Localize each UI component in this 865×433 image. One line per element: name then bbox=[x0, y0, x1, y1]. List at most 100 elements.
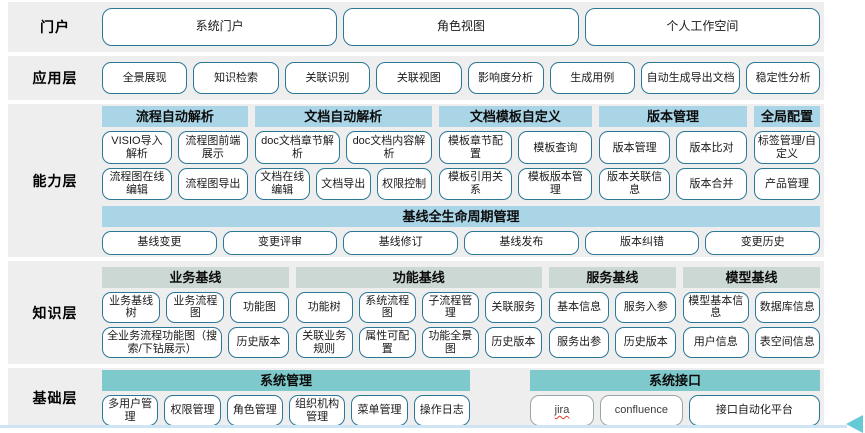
feature-button[interactable]: 文档在线编辑 bbox=[254, 168, 310, 200]
feature-button[interactable]: 自动生成导出文档 bbox=[640, 62, 741, 94]
feature-button[interactable]: 基线发布 bbox=[464, 230, 579, 255]
feature-button[interactable]: doc文档内容解析 bbox=[346, 131, 432, 165]
feature-button[interactable]: 接口自动化平台 bbox=[688, 394, 820, 427]
feature-button[interactable]: 文档导出 bbox=[315, 168, 371, 200]
feature-button[interactable]: doc文档章节解析 bbox=[254, 131, 341, 165]
feature-button-label: 关联业务规则 bbox=[302, 330, 347, 355]
feature-button[interactable]: 属性可配置 bbox=[358, 327, 416, 359]
feature-button[interactable]: 全景展现 bbox=[102, 62, 188, 94]
feature-button[interactable]: 操作日志 bbox=[413, 394, 470, 427]
feature-button[interactable]: 流程图在线编辑 bbox=[102, 168, 172, 200]
feature-button-label: 业务基线树 bbox=[109, 294, 154, 320]
feature-button[interactable]: 用户信息 bbox=[682, 327, 749, 359]
feature-button[interactable]: 关联服务 bbox=[484, 291, 542, 323]
feature-button[interactable]: 角色视图 bbox=[343, 8, 579, 46]
feature-button[interactable]: 功能图 bbox=[230, 291, 289, 323]
feature-button[interactable]: 功能树 bbox=[295, 291, 353, 323]
feature-button[interactable]: 变更历史 bbox=[705, 230, 821, 255]
feature-button-label: 知识检索 bbox=[214, 71, 259, 84]
feature-button[interactable]: 模板引用关系 bbox=[438, 168, 513, 200]
feature-button[interactable]: 模型基本信息 bbox=[682, 291, 749, 323]
layer-band-knowledge: 知识层 业务基线业务基线树业务流程图功能图全业务流程功能图（搜索/下钻展示）历史… bbox=[8, 261, 824, 364]
feature-button[interactable]: jira bbox=[530, 394, 595, 427]
feature-button[interactable]: 基线变更 bbox=[102, 230, 217, 255]
feature-button[interactable]: 系统流程图 bbox=[358, 291, 416, 323]
feature-button[interactable]: 历史版本 bbox=[228, 327, 289, 359]
feature-button[interactable]: 模板查询 bbox=[518, 131, 593, 165]
button-row: 产品管理 bbox=[753, 168, 820, 200]
feature-button[interactable]: 产品管理 bbox=[753, 168, 820, 200]
feature-button[interactable]: 服务入参 bbox=[615, 291, 676, 323]
group-header: 功能基线 bbox=[295, 266, 542, 288]
feature-button[interactable]: 表空间信息 bbox=[754, 327, 821, 359]
feature-button[interactable]: 稳定性分析 bbox=[746, 62, 821, 94]
feature-button-label: 子流程管理 bbox=[428, 294, 473, 320]
group-header: 全局配置 bbox=[753, 106, 820, 128]
group-header: 系统接口 bbox=[530, 369, 820, 391]
feature-button-label: 版本合并 bbox=[689, 177, 734, 190]
feature-button-label: 角色视图 bbox=[436, 19, 485, 34]
feature-button[interactable]: 关联视图 bbox=[376, 62, 462, 94]
feature-button[interactable]: 流程图前端展示 bbox=[177, 131, 248, 165]
layer-band-application: 应用层 全景展现知识检索关联识别关联视图影响度分析生成用例自动生成导出文档稳定性… bbox=[8, 56, 824, 100]
feature-button-label: 操作日志 bbox=[419, 404, 464, 417]
feature-button[interactable]: VISIO导入解析 bbox=[102, 131, 172, 165]
feature-button[interactable]: 权限管理 bbox=[164, 394, 221, 427]
feature-button[interactable]: 版本管理 bbox=[599, 131, 671, 165]
feature-button-label: 生成用例 bbox=[570, 71, 615, 84]
feature-button[interactable]: 历史版本 bbox=[484, 327, 542, 359]
feature-button-label: 服务出参 bbox=[557, 336, 602, 349]
feature-button[interactable]: 业务流程图 bbox=[166, 291, 225, 323]
teal-arrow-icon bbox=[846, 415, 863, 433]
feature-button[interactable]: 关联识别 bbox=[284, 62, 371, 94]
feature-button[interactable]: 服务出参 bbox=[548, 327, 610, 359]
feature-button[interactable]: 模板章节配置 bbox=[438, 131, 513, 165]
feature-button-label: doc文档内容解析 bbox=[352, 135, 426, 160]
feature-button[interactable]: 影响度分析 bbox=[467, 62, 544, 94]
feature-button[interactable]: 个人工作空间 bbox=[584, 8, 820, 46]
feature-button[interactable]: 系统门户 bbox=[102, 8, 338, 46]
feature-button[interactable]: 权限控制 bbox=[376, 168, 432, 200]
feature-button[interactable]: 版本比对 bbox=[676, 131, 747, 165]
feature-button[interactable]: 菜单管理 bbox=[351, 394, 408, 427]
feature-button[interactable]: 模板版本管理 bbox=[518, 168, 593, 200]
feature-button[interactable]: 变更评审 bbox=[222, 230, 338, 255]
feature-button[interactable]: 流程图导出 bbox=[177, 168, 248, 200]
feature-button[interactable]: 生成用例 bbox=[549, 62, 635, 94]
feature-button[interactable]: 基线修订 bbox=[343, 230, 459, 255]
feature-button[interactable]: 版本合并 bbox=[676, 168, 747, 200]
feature-button-label: 关联识别 bbox=[305, 71, 350, 84]
feature-button[interactable]: 组织机构管理 bbox=[288, 394, 346, 427]
button-row: 业务基线树业务流程图功能图 bbox=[102, 291, 289, 323]
feature-button[interactable]: 基本信息 bbox=[548, 291, 610, 323]
feature-button-label: 自动生成导出文档 bbox=[646, 71, 735, 84]
feature-button[interactable]: 功能全景图 bbox=[421, 327, 479, 359]
feature-button[interactable]: 知识检索 bbox=[193, 62, 279, 94]
feature-button[interactable]: 标签管理/自定义 bbox=[753, 131, 820, 165]
feature-group: 全局配置标签管理/自定义产品管理 bbox=[753, 106, 820, 200]
button-row: 流程图在线编辑流程图导出 bbox=[102, 168, 248, 200]
feature-button[interactable]: 角色管理 bbox=[226, 394, 283, 427]
feature-button[interactable]: 数据库信息 bbox=[754, 291, 821, 323]
feature-button[interactable]: 历史版本 bbox=[615, 327, 676, 359]
feature-button-label: 版本比对 bbox=[689, 141, 734, 154]
feature-button[interactable]: 子流程管理 bbox=[421, 291, 479, 323]
button-row: 系统门户 角色视图 个人工作空间 bbox=[102, 8, 820, 46]
feature-button-label: confluence bbox=[614, 404, 668, 417]
button-row: 版本管理 版本比对 bbox=[599, 131, 747, 165]
feature-button[interactable]: 关联业务规则 bbox=[295, 327, 353, 359]
feature-button[interactable]: 版本关联信息 bbox=[599, 168, 671, 200]
group-header: 流程自动解析 bbox=[102, 106, 248, 128]
button-row: 文档在线编辑文档导出权限控制 bbox=[254, 168, 432, 200]
feature-button[interactable]: 版本纠错 bbox=[584, 230, 700, 255]
feature-button[interactable]: 全业务流程功能图（搜索/下钻展示） bbox=[102, 327, 223, 359]
feature-button[interactable]: 多用户管理 bbox=[102, 394, 159, 427]
feature-button[interactable]: confluence bbox=[600, 394, 683, 427]
feature-button-label: 历史版本 bbox=[623, 336, 668, 349]
feature-button-label: 文档在线编辑 bbox=[260, 171, 305, 196]
feature-button[interactable]: 业务基线树 bbox=[102, 291, 161, 323]
feature-button-label: 模板版本管理 bbox=[527, 171, 583, 196]
feature-button-label: 表空间信息 bbox=[759, 336, 815, 349]
